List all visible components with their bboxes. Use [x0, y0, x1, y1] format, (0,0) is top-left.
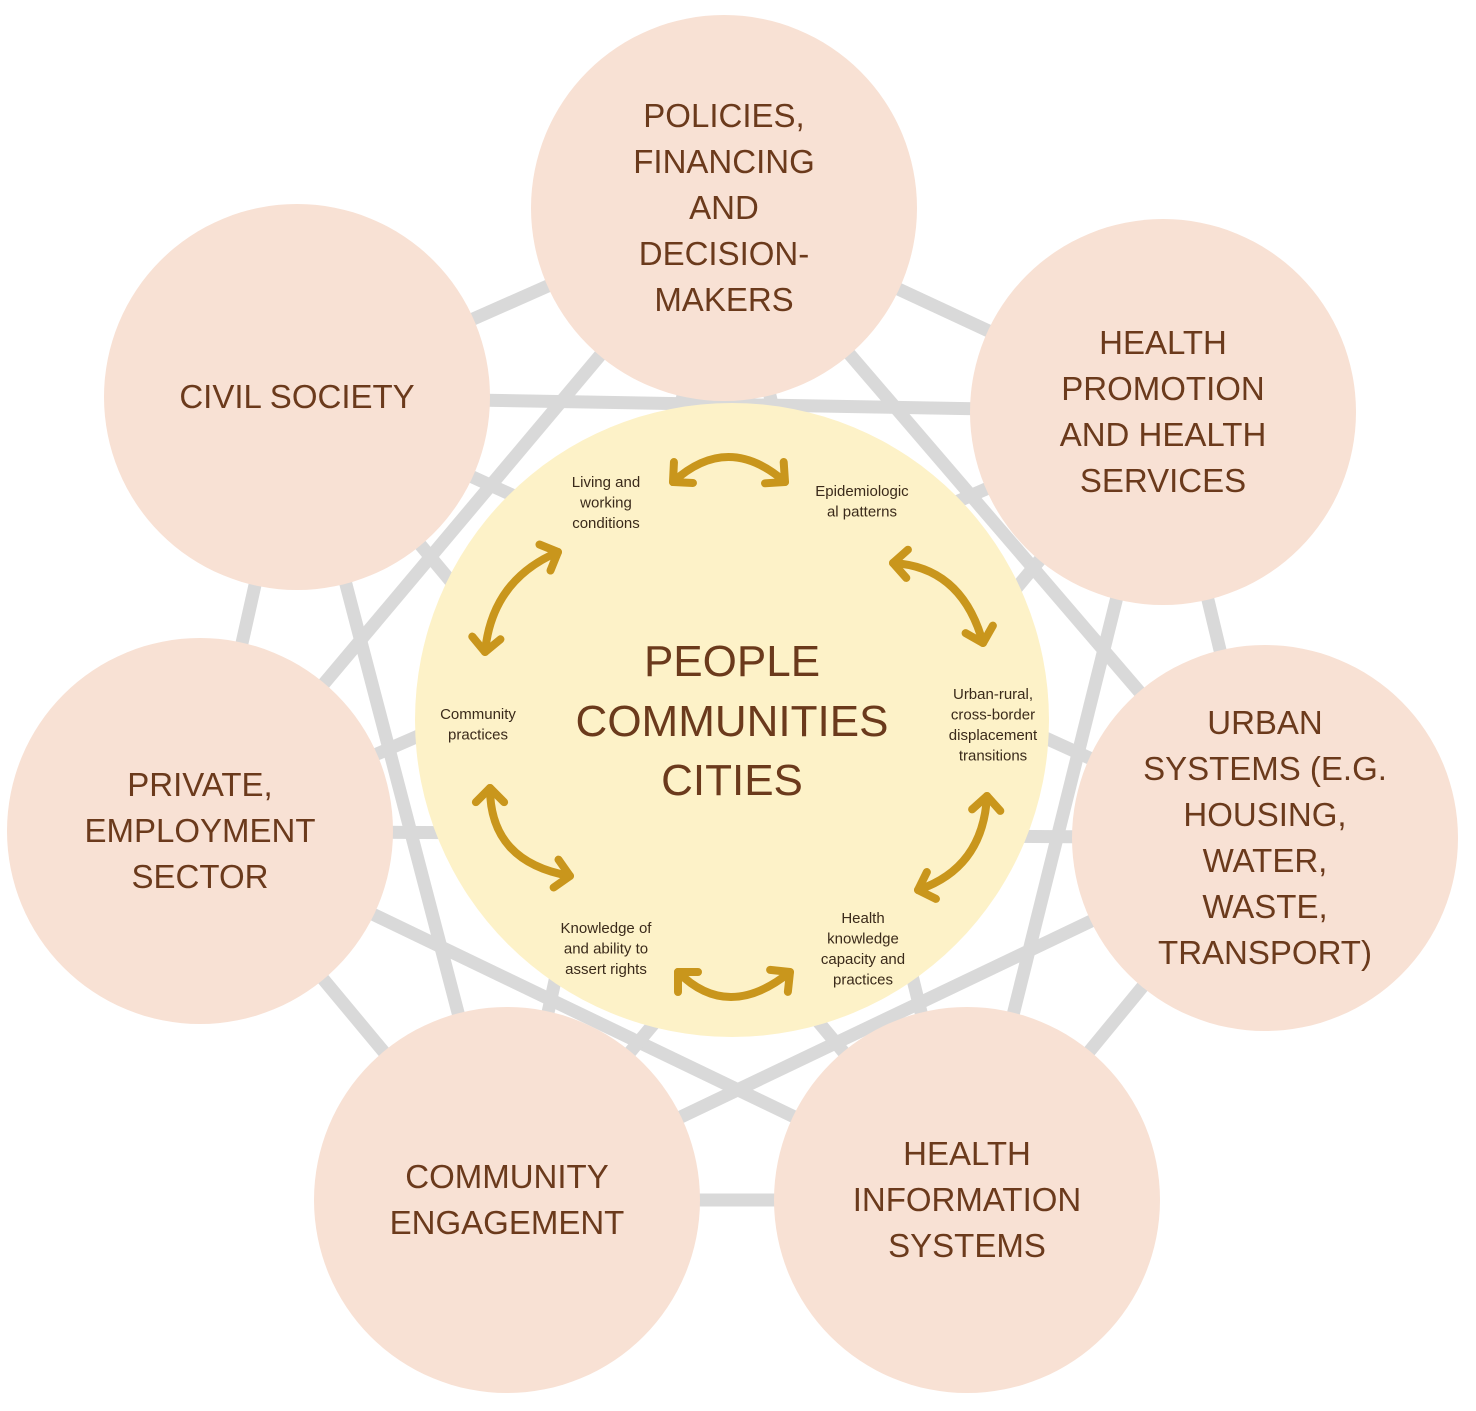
arrow-head — [761, 458, 789, 488]
arrow-upper-left — [468, 540, 562, 656]
cycle-arrows — [468, 453, 1005, 1001]
factor-label-line: al patterns — [827, 504, 897, 521]
factor-label-line: Living and — [572, 474, 640, 491]
node-label-line: EMPLOYMENT — [84, 812, 315, 849]
node-label-line: POLICIES, — [643, 97, 804, 134]
node-label-line: DECISION- — [639, 235, 810, 272]
arrow-head — [961, 621, 997, 647]
node-label-line: ENGAGEMENT — [390, 1204, 625, 1241]
center-title-line: COMMUNITIES — [576, 697, 889, 746]
factor-label-line: cross-border — [951, 707, 1035, 724]
node-label-line: AND — [689, 189, 759, 226]
arrow-head — [889, 545, 912, 582]
node-community-engagement: COMMUNITY ENGAGEMENT — [314, 1007, 700, 1393]
center-title-line: CITIES — [661, 756, 803, 805]
arrow-lower-right — [914, 792, 1005, 903]
factor-community-practices: Community practices — [440, 706, 516, 744]
node-label-line: HEALTH — [1099, 324, 1227, 361]
node-label-line: MAKERS — [654, 281, 793, 318]
arrow-curve — [669, 453, 789, 486]
node-label-line: HOUSING, — [1183, 796, 1346, 833]
inner-factors: Living and working conditions Epidemiologic… — [440, 474, 1038, 989]
factor-label-line: displacement — [949, 727, 1038, 744]
factor-label-line: and ability to — [564, 941, 648, 958]
node-private-employment: PRIVATE, EMPLOYMENT SECTOR — [7, 638, 393, 1024]
arrow-head — [468, 632, 505, 656]
arrow-curve — [914, 792, 991, 894]
arrow-head — [674, 968, 702, 996]
node-label-line: WATER, — [1203, 842, 1328, 879]
node-label-line: WASTE, — [1202, 888, 1327, 925]
factor-living-working: Living and working conditions — [572, 474, 640, 532]
node-label-line: INFORMATION — [853, 1181, 1082, 1218]
factor-label-line: Knowledge of — [561, 920, 653, 937]
factor-label-line: Community — [440, 706, 516, 723]
factor-label-line: Health — [841, 910, 884, 927]
factor-label-line: conditions — [572, 515, 640, 532]
node-health-information: HEALTH INFORMATION SYSTEMS — [774, 1007, 1160, 1393]
node-urban-systems: URBAN SYSTEMS (E.G. HOUSING, WATER, WASTE, TR… — [1072, 645, 1458, 1031]
center-title-line: PEOPLE — [644, 637, 820, 686]
node-label-line: PRIVATE, — [127, 766, 272, 803]
arrow-head — [766, 965, 794, 996]
arrow-head — [471, 784, 509, 807]
node-label-line: HEALTH — [903, 1135, 1031, 1172]
node-civil-society: CIVIL SOCIETY — [104, 204, 490, 590]
node-label-line: SERVICES — [1080, 462, 1246, 499]
arrow-curve — [481, 548, 562, 656]
factor-label-line: assert rights — [565, 961, 647, 978]
node-label-line: SECTOR — [132, 858, 269, 895]
outer-nodes: POLICIES, FINANCING AND DECISION- MAKERS HEAL… — [7, 15, 1458, 1393]
node-label-line: FINANCING — [633, 143, 815, 180]
node-label-line: SYSTEMS — [888, 1227, 1046, 1264]
factor-label-line: practices — [448, 727, 508, 744]
factor-health-knowledge: Health knowledge capacity and practices — [821, 910, 905, 989]
factor-epidemiological: Epidemiologic al patterns — [815, 483, 909, 521]
node-label-line: CIVIL SOCIETY — [179, 378, 414, 415]
factor-label-line: knowledge — [827, 931, 899, 948]
arrow-curve — [674, 968, 794, 1001]
node-circle — [1072, 645, 1458, 1031]
arrow-curve — [889, 559, 987, 647]
arrow-head — [549, 855, 574, 892]
arrow-curve — [486, 784, 574, 880]
arrow-upper-right — [889, 545, 997, 647]
arrow-lower-left — [471, 784, 574, 892]
factor-urban-rural: Urban-rural, cross-border displacement tran… — [949, 686, 1038, 765]
arrow-head — [535, 540, 562, 575]
arrow-head — [968, 792, 1005, 815]
arrow-head — [669, 458, 697, 487]
arrow-top — [669, 453, 789, 488]
factor-label-line: Urban-rural, — [953, 686, 1033, 703]
node-label-line: COMMUNITY — [405, 1158, 608, 1195]
node-label-line: PROMOTION — [1061, 370, 1265, 407]
node-circle — [104, 204, 490, 590]
node-health-promotion: HEALTH PROMOTION AND HEALTH SERVICES — [970, 219, 1356, 605]
factor-label-line: Epidemiologic — [815, 483, 909, 500]
factor-label-line: transitions — [959, 748, 1027, 765]
factor-label-line: practices — [833, 972, 893, 989]
arrow-bottom — [674, 965, 794, 1001]
node-circle — [7, 638, 393, 1024]
node-circle — [774, 1007, 1160, 1393]
node-circle — [314, 1007, 700, 1393]
factor-label-line: capacity and — [821, 951, 905, 968]
node-circle — [531, 15, 917, 401]
node-label-line: TRANSPORT) — [1158, 934, 1372, 971]
arrow-head — [914, 868, 940, 903]
node-policies: POLICIES, FINANCING AND DECISION- MAKERS — [531, 15, 917, 401]
factor-knowledge-rights: Knowledge of and ability to assert rights — [561, 920, 653, 978]
node-circle — [970, 219, 1356, 605]
factor-label-line: working — [579, 495, 632, 512]
node-label-line: SYSTEMS (E.G. — [1143, 750, 1387, 787]
node-label-line: AND HEALTH — [1060, 416, 1267, 453]
node-label-line: URBAN — [1207, 704, 1323, 741]
